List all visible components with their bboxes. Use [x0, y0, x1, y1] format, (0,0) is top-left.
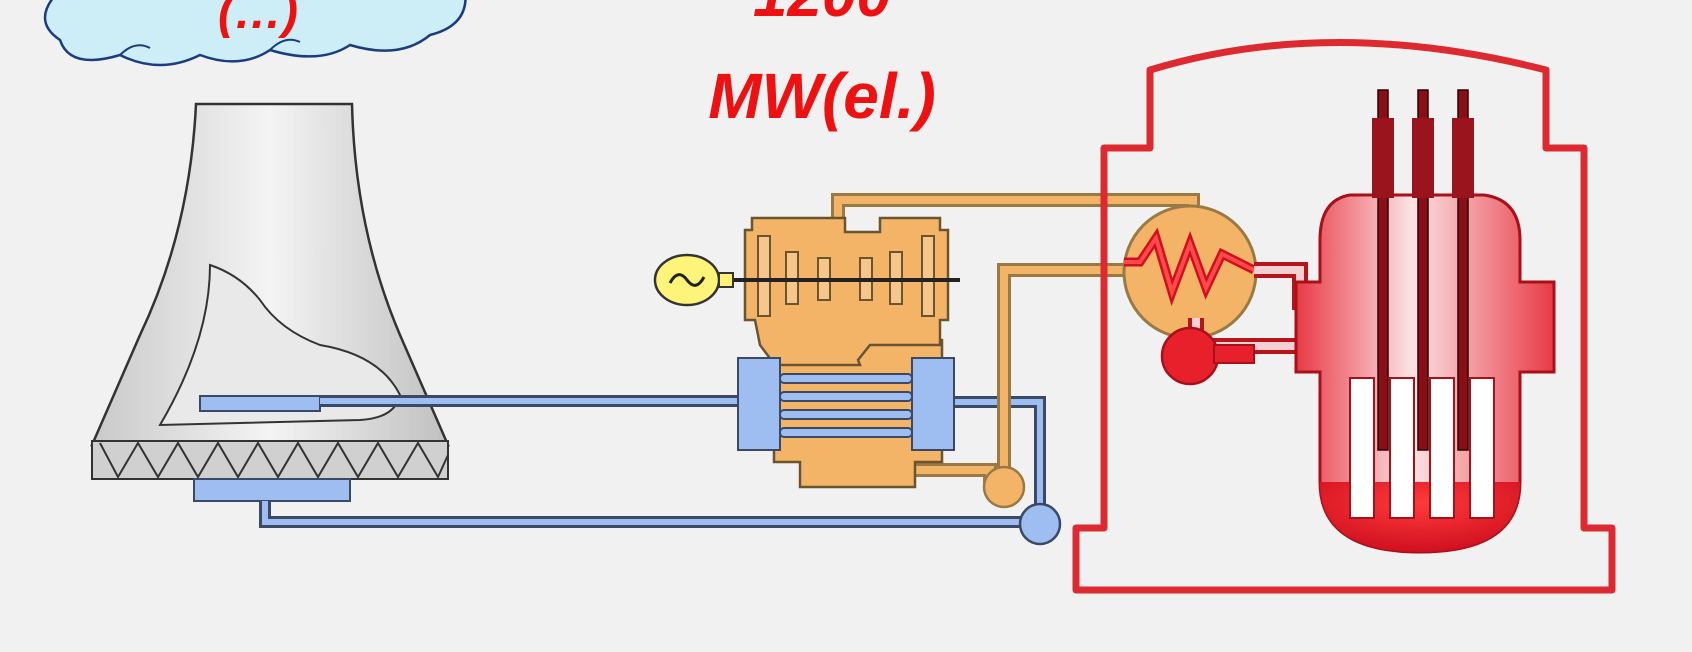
cooling-water-circuit [259, 395, 1046, 528]
secondary-steam-circuit [831, 193, 1200, 485]
condenser-water-box-left [737, 357, 781, 451]
cooling-tower [90, 102, 450, 502]
reactor-core-fuel [1349, 377, 1495, 519]
power-output-value: 1200 [753, 0, 891, 30]
tower-basin [193, 478, 351, 502]
ac-generator-icon [653, 253, 734, 307]
power-output-unit: MW(el.) [708, 60, 936, 132]
cooling-water-pump [1018, 502, 1062, 546]
primary-coolant-pump [1160, 326, 1255, 386]
condenser-tubes [779, 373, 913, 438]
tower-fill-packing [91, 440, 449, 480]
containment-building [1072, 39, 1616, 594]
turbine-condenser-unit [722, 216, 960, 489]
feedwater-pump [982, 465, 1026, 509]
steam-generator [1122, 204, 1258, 340]
control-rods [1372, 89, 1474, 451]
reactor-pressure-vessel [1294, 89, 1556, 554]
condenser-water-box-right [911, 357, 955, 451]
tower-spray-tray [199, 395, 321, 412]
steam-cloud [43, 0, 467, 67]
cloud-label: (…) [218, 0, 298, 39]
